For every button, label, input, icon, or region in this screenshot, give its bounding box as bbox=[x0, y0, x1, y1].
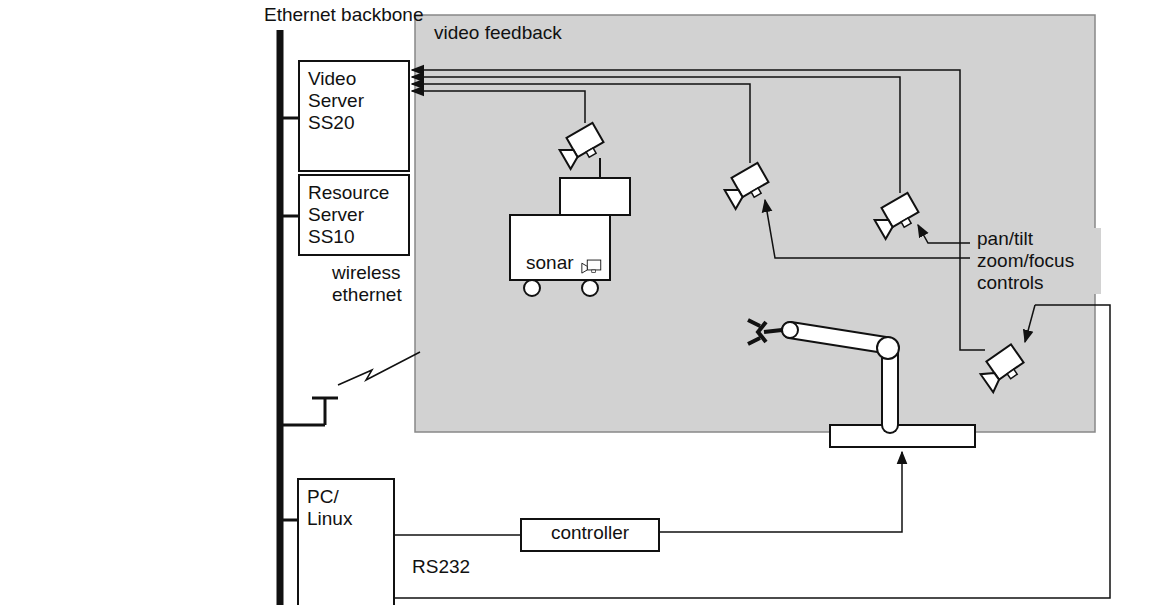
interface-label: RS232 bbox=[410, 556, 472, 578]
label-text: wireless ethernet bbox=[332, 262, 402, 305]
computer-box: PC/ Linux bbox=[297, 478, 395, 605]
robot-arm bbox=[748, 320, 975, 447]
camera bbox=[871, 193, 922, 239]
box-text: PC/ Linux bbox=[307, 486, 365, 530]
label-text: sonar bbox=[526, 252, 574, 273]
backbone-tap bbox=[283, 117, 298, 120]
network-label: Ethernet backbone bbox=[262, 4, 426, 26]
arm-control-line bbox=[660, 452, 902, 532]
mobile-robot bbox=[510, 158, 630, 296]
label-text: RS232 bbox=[412, 556, 470, 577]
link-label: wireless ethernet bbox=[330, 262, 414, 306]
camera bbox=[977, 344, 1028, 392]
connector bbox=[395, 534, 520, 536]
server-box: Resource Server SS10 bbox=[298, 174, 410, 256]
wireless-antenna bbox=[283, 398, 338, 425]
box-text: controller bbox=[528, 522, 652, 544]
label-text: Ethernet backbone bbox=[264, 4, 424, 25]
box-text: Resource Server SS10 bbox=[308, 182, 400, 248]
control-label: pan/tilt zoom/focus controls bbox=[975, 228, 1101, 294]
control-lines bbox=[395, 200, 1110, 598]
camera bbox=[721, 163, 772, 209]
label-text: video feedback bbox=[434, 22, 562, 43]
server-box: Video Server SS20 bbox=[298, 60, 410, 172]
region-label: video feedback bbox=[432, 22, 564, 44]
wireless-link bbox=[338, 352, 420, 385]
video-feedback-lines bbox=[412, 70, 985, 350]
ethernet-backbone bbox=[277, 30, 284, 605]
controller-box: controller bbox=[520, 518, 660, 552]
backbone-tap bbox=[283, 519, 297, 522]
box-text: Video Server SS20 bbox=[308, 68, 400, 134]
backbone-tap bbox=[283, 215, 298, 218]
sensor-label: sonar bbox=[524, 252, 576, 274]
label-text: pan/tilt zoom/focus controls bbox=[977, 228, 1074, 293]
